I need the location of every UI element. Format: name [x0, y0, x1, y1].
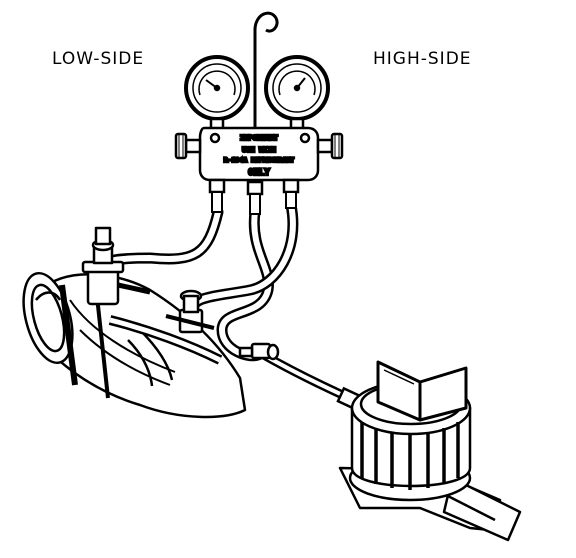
- plate-line-refrigerant: R-134A REFRIGERANT: [224, 156, 295, 164]
- manifold-fittings: [208, 178, 300, 215]
- low-side-valve-knob: [174, 132, 202, 160]
- compressor: [22, 226, 247, 419]
- hanger-hook: [253, 11, 279, 130]
- plate-line-use-with: USE WITH: [242, 146, 276, 154]
- low-side-gauge: [184, 55, 250, 131]
- high-side-gauge: [264, 55, 330, 131]
- high-side-label: HIGH-SIDE: [373, 49, 472, 69]
- high-side-hose: [187, 199, 299, 318]
- manifold-body: [198, 126, 320, 182]
- refrigerant-tank-and-scale: [338, 360, 522, 542]
- high-side-valve-knob: [316, 132, 344, 160]
- low-side-label: LOW-SIDE: [52, 49, 145, 69]
- center-hose: [216, 206, 274, 362]
- plate-line-only: ONLY: [248, 168, 270, 178]
- plate-line-important: IMPORTANT: [240, 134, 278, 142]
- manifold-gauge-set: IMPORTANT USE WITH R-134A REFRIGERANT ON…: [174, 11, 344, 215]
